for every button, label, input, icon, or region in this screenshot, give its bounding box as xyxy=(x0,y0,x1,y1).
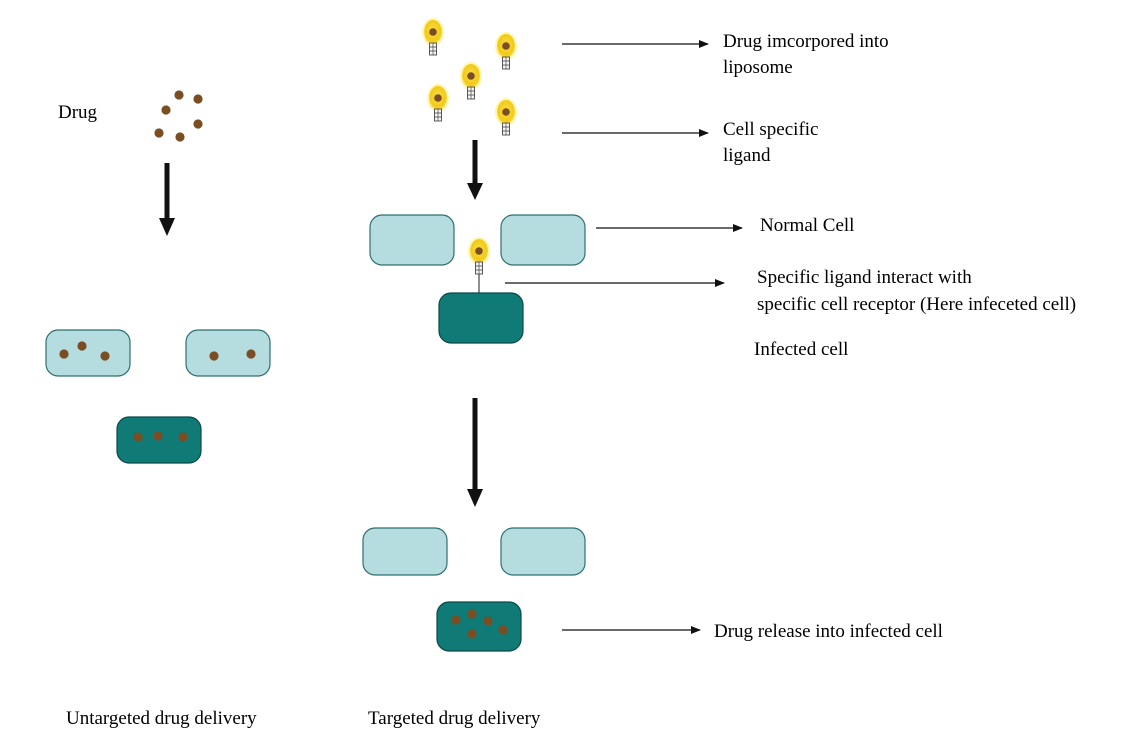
drug-incorporated-label: Drug imcorpored into xyxy=(723,31,889,52)
untargeted-cell-drug-particles xyxy=(59,341,256,442)
infected-cell xyxy=(436,601,522,652)
liposome xyxy=(495,32,517,70)
targeted-down-arrowhead-2 xyxy=(467,489,483,507)
drug-release-label: Drug release into infected cell xyxy=(714,621,943,642)
liposome xyxy=(468,237,490,275)
liposome-cluster xyxy=(422,18,517,136)
normal-cell xyxy=(500,214,586,266)
normal-cell xyxy=(185,329,271,377)
drug-incorporated-label-cont: liposome xyxy=(723,57,793,78)
liposome xyxy=(460,62,482,100)
drug-particle xyxy=(246,349,256,359)
drug-particle xyxy=(502,42,510,50)
drug-particle xyxy=(77,341,87,351)
targeted-caption: Targeted drug delivery xyxy=(368,708,541,729)
drug-label: Drug xyxy=(58,102,98,123)
free-drug-particles xyxy=(154,90,203,142)
liposome xyxy=(427,84,449,122)
drug-particle xyxy=(483,616,493,626)
drug-particle xyxy=(451,615,461,625)
drug-particle xyxy=(193,119,203,129)
drug-particle xyxy=(498,625,508,635)
untargeted-down-arrowhead xyxy=(159,218,175,236)
untargeted-caption: Untargeted drug delivery xyxy=(66,708,257,729)
drug-particle xyxy=(100,351,110,361)
infected-cell xyxy=(438,292,524,344)
drug-particle xyxy=(475,247,483,255)
drug-particle xyxy=(133,432,143,442)
liposome xyxy=(495,98,517,136)
drug-particle xyxy=(434,94,442,102)
targeted-down-arrowhead-1 xyxy=(467,183,483,200)
ligand-interaction-label-cont: specific cell receptor (Here infeceted c… xyxy=(757,294,1076,315)
drug-particle xyxy=(174,90,184,100)
normal-cell-label: Normal Cell xyxy=(760,215,854,236)
normal-cell xyxy=(45,329,131,377)
bound-liposome xyxy=(468,237,490,293)
cell-specific-ligand-label-cont: ligand xyxy=(723,145,771,166)
drug-particle xyxy=(467,629,477,639)
drug-particle xyxy=(59,349,69,359)
drug-particle xyxy=(209,351,219,361)
cell-specific-ligand-label: Cell specific xyxy=(723,119,819,140)
infected-cell-label: Infected cell xyxy=(754,339,848,360)
liposome xyxy=(422,18,444,56)
ligand-interaction-label: Specific ligand interact with xyxy=(757,267,972,288)
normal-cell xyxy=(362,527,448,576)
normal-cell xyxy=(369,214,455,266)
drug-particle xyxy=(153,431,163,441)
drug-particle xyxy=(175,132,185,142)
drug-particle xyxy=(193,94,203,104)
drug-particle xyxy=(429,28,437,36)
drug-particle xyxy=(178,432,188,442)
drug-particle xyxy=(502,108,510,116)
drug-particle xyxy=(467,72,475,80)
released-drug-particles xyxy=(451,609,508,639)
normal-cell xyxy=(500,527,586,576)
drug-particle xyxy=(161,105,171,115)
drug-particle xyxy=(467,609,477,619)
drug-particle xyxy=(154,128,164,138)
